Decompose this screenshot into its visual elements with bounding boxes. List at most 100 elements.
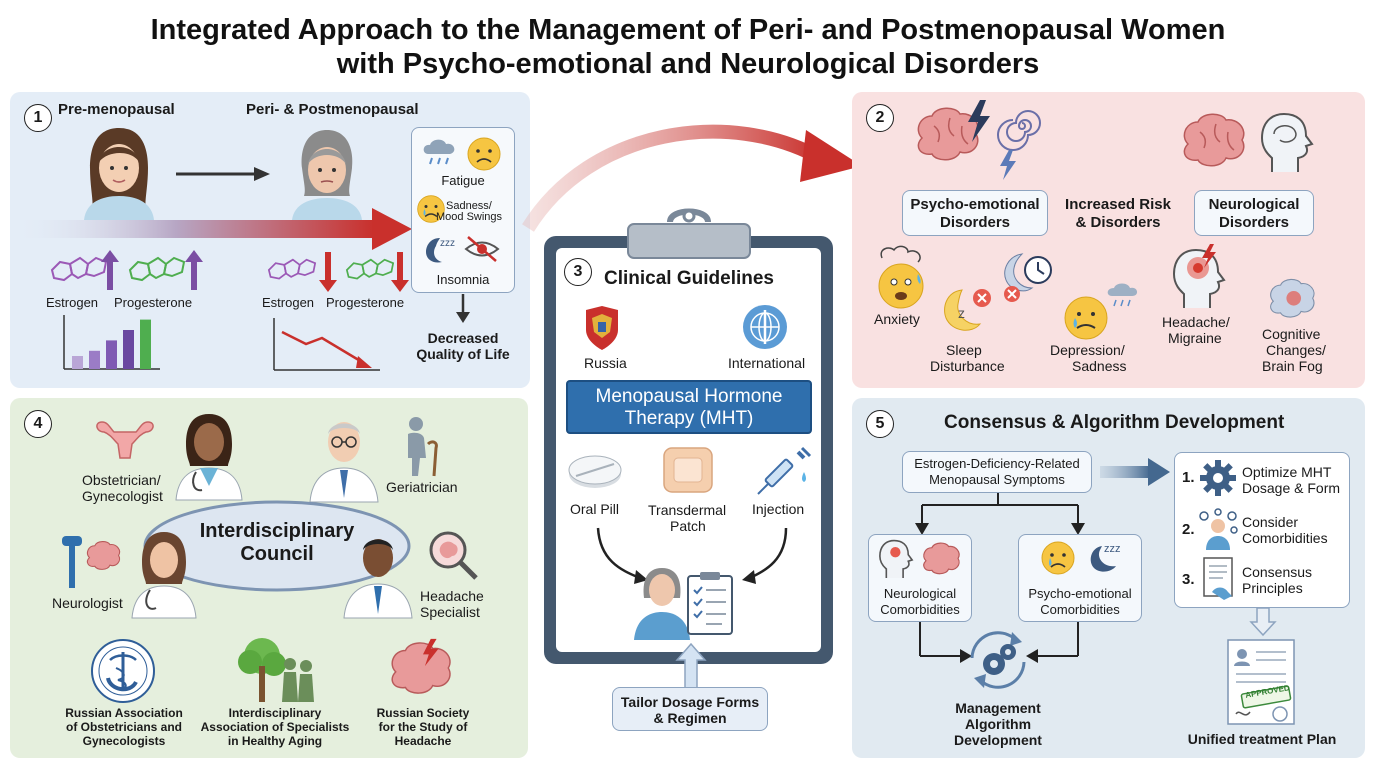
mht-line1: Menopausal Hormone xyxy=(595,386,783,407)
spiral-icon xyxy=(997,110,1041,151)
clipboard-clip-icon xyxy=(627,208,751,259)
sad-face-icon xyxy=(467,137,501,171)
mht-line2: Therapy (MHT) xyxy=(624,408,754,429)
document-handshake-icon xyxy=(1203,557,1233,600)
brain-icon xyxy=(86,541,121,570)
patch-icon xyxy=(663,447,713,493)
russia-emblem-icon xyxy=(586,306,618,350)
panel3-number: 3 xyxy=(564,258,592,286)
unified-plan-label: Unified treatment Plan xyxy=(1187,731,1337,747)
hormone-decline-chart xyxy=(273,318,380,371)
neurologist-label: Neurologist xyxy=(52,595,123,611)
step1-number: 1. xyxy=(1182,469,1195,486)
org2-line2: Association of Specialists xyxy=(200,720,350,734)
small-lightning-icon xyxy=(1000,150,1016,180)
page-title-line2: with Psycho-emotional and Neurological D… xyxy=(336,48,1040,80)
step2-line1: Consider xyxy=(1242,514,1299,530)
algo-line1: Management xyxy=(955,700,1041,716)
syringe-icon xyxy=(757,446,812,495)
hormone-bar xyxy=(106,340,117,369)
svg-text:z: z xyxy=(958,305,965,321)
depression-line1: Depression/ xyxy=(1050,342,1125,358)
progesterone-left-label: Progesterone xyxy=(114,295,193,310)
cane-icon xyxy=(408,417,438,477)
org3-line3: Headache xyxy=(394,734,452,748)
tailor-line2: & Regimen xyxy=(653,710,727,726)
estrogen-symptoms-box xyxy=(902,451,1092,493)
branch-arrows xyxy=(915,493,1085,535)
svg-text:zzz: zzz xyxy=(1104,543,1121,555)
injection-label: Injection xyxy=(752,501,805,517)
head-profile-icon xyxy=(1260,112,1314,172)
female-doctor-icon xyxy=(175,414,243,501)
gear-icon xyxy=(970,631,1026,689)
outcome-line2: Quality of Life xyxy=(416,346,510,362)
headache-line2: Migraine xyxy=(1168,330,1222,346)
panel5-title: Consensus & Algorithm Development xyxy=(944,412,1285,433)
crying-face-icon xyxy=(1041,541,1075,575)
symptom-sadness: Sadness/ xyxy=(446,200,492,212)
cognitive-line3: Brain Fog xyxy=(1262,358,1323,374)
council-line2: Council xyxy=(240,543,314,565)
outcome-line1: Decreased xyxy=(427,330,499,346)
sleep-line2: Disturbance xyxy=(930,358,1005,374)
russia-label: Russia xyxy=(584,355,627,371)
symptoms-down-arrow xyxy=(456,294,470,323)
headache-head-icon xyxy=(879,539,914,578)
org1-line3: Gynecologists xyxy=(82,734,166,748)
moon-icon: zzz xyxy=(1090,543,1121,572)
estrogen-symptoms-line2: Menopausal Symptoms xyxy=(929,472,1065,487)
to-steps-arrow xyxy=(1100,458,1170,486)
progesterone-molecule-right-icon xyxy=(345,258,395,280)
sleep-line1: Sleep xyxy=(946,342,982,358)
headache-line1: Headache/ xyxy=(1162,314,1230,330)
estrogen-molecule-icon xyxy=(50,256,108,282)
psycho-line2: Disorders xyxy=(939,214,1011,231)
panel2-number: 2 xyxy=(866,104,894,132)
oral-pill-label: Oral Pill xyxy=(570,501,620,517)
patch-line1: Transdermal xyxy=(648,502,727,518)
obgyn-line2: Gynecologist xyxy=(82,488,163,504)
tree-icon xyxy=(238,638,314,702)
risk-line2: & Disorders xyxy=(1075,214,1161,231)
male-doctor-icon xyxy=(309,422,379,503)
mht-banner xyxy=(566,380,812,434)
female-doctor-2-icon xyxy=(131,532,197,619)
algo-line2: Algorithm xyxy=(964,716,1032,732)
org2-line1: Interdisciplinary xyxy=(228,706,322,720)
org3-line1: Russian Society xyxy=(376,706,470,720)
org2-line3: in Healthy Aging xyxy=(227,734,323,748)
step2-line2: Comorbidities xyxy=(1242,530,1328,546)
psycho-emotional-box xyxy=(902,190,1048,236)
page-title-line1: Integrated Approach to the Management of… xyxy=(150,14,1226,46)
step3-number: 3. xyxy=(1182,571,1195,588)
cognitive-line2: Changes/ xyxy=(1266,342,1326,358)
council-line1: Interdisciplinary xyxy=(199,520,355,542)
brain-lightning-icon xyxy=(391,638,451,694)
transition-arrow xyxy=(176,167,270,181)
neuro-line1: Neurological xyxy=(1208,196,1300,213)
tailor-box xyxy=(612,687,768,731)
estrogen-up-arrow xyxy=(101,250,119,290)
symptom-mood-swings: Mood Swings xyxy=(436,211,503,223)
tailor-up-arrow xyxy=(675,642,707,689)
step3-line1: Consensus xyxy=(1242,564,1313,580)
young-woman-icon xyxy=(84,128,154,220)
hormone-bar xyxy=(123,330,134,369)
lightning-icon xyxy=(968,100,990,142)
risk-line1: Increased Risk xyxy=(1065,196,1171,213)
moon-icon: z xyxy=(944,289,991,331)
psycho-comorbidities-line1: Psycho-emotional xyxy=(1028,586,1132,601)
panel1-number: 1 xyxy=(24,104,52,132)
clock-icon xyxy=(1004,253,1052,302)
anxiety-label: Anxiety xyxy=(874,311,920,327)
tailor-line1: Tailor Dosage Forms xyxy=(620,694,760,710)
psycho-comorbidities-line2: Comorbidities xyxy=(1040,602,1120,617)
moon-icon: zzz xyxy=(426,238,455,263)
cognitive-line1: Cognitive xyxy=(1262,326,1321,342)
algo-line3: Development xyxy=(954,732,1042,748)
neuro-line2: Disorders xyxy=(1218,214,1290,231)
cloud-rain-icon xyxy=(423,139,455,165)
eye-slash-icon xyxy=(464,236,500,262)
treatment-plan-document-icon xyxy=(1227,639,1295,725)
